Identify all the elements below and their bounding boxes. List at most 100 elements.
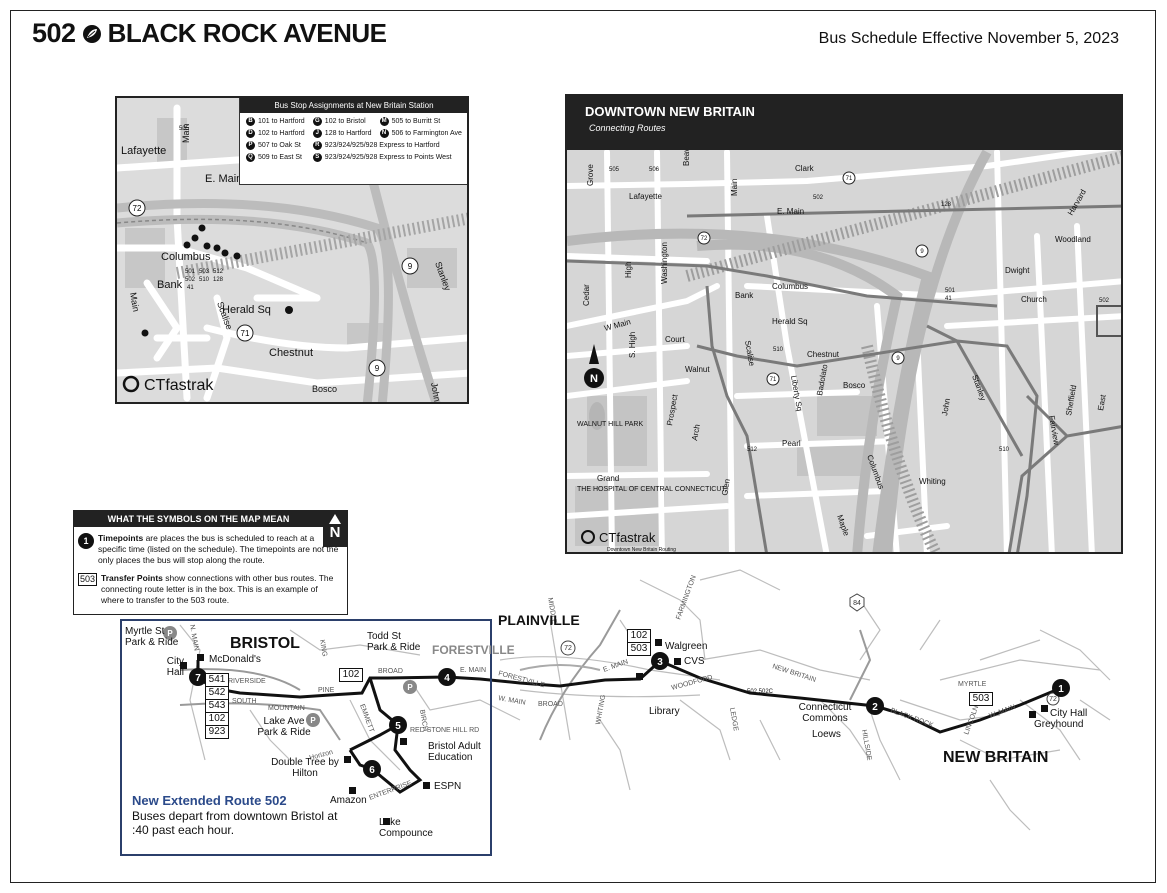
downtown-title: DOWNTOWN NEW BRITAIN (585, 104, 755, 119)
route-box-label: 503 (199, 269, 210, 275)
transfer-box: 102 (205, 712, 229, 726)
street-label: East (1096, 393, 1108, 411)
stop-letter-icon: G (312, 117, 322, 126)
street-label: Glen (720, 478, 732, 496)
route-box-label: 502 502C (747, 689, 774, 695)
assignment-text: 505 to Burritt St (391, 118, 441, 125)
assignment-text: 102 to Bristol (324, 118, 366, 125)
street-label: Chestnut (269, 347, 313, 359)
timepoint-icon: 4 (438, 668, 456, 686)
transfer-box: 503 (627, 642, 651, 656)
route-box-label: 128 (213, 277, 224, 283)
shield-label: 72 (564, 645, 572, 652)
downtown-map-graphic: 71 72 9 9 71 Beaver Clark Grove Lafayett… (567, 96, 1121, 552)
shield-label: 84 (853, 600, 861, 607)
street-label: RED STONE HILL RD (410, 727, 479, 734)
street-label: Herald Sq (222, 304, 271, 316)
route-number: 502 (32, 18, 76, 48)
place-label: ESPN (434, 781, 462, 792)
street-label: Main (128, 292, 141, 313)
extended-route-area (120, 619, 492, 856)
street-label: FORESTVILLE (497, 670, 545, 689)
street-label: Washington (660, 242, 669, 284)
place-label: THE HOSPITAL OF CENTRAL CONNECTICUT (577, 486, 726, 493)
street-label: Pearl (782, 439, 801, 448)
street-label: W. MAIN (988, 704, 1016, 720)
place-label: CVS (684, 656, 705, 667)
downtown-inset-header: DOWNTOWN NEW BRITAIN Connecting Routes (567, 96, 1121, 150)
street-label: WHITING (595, 694, 607, 725)
transfer-box-stack: 541 542 543 102 923 (205, 673, 229, 739)
assignment-text: 507 to Oak St (258, 142, 301, 149)
timepoint-icon: 3 (651, 652, 669, 670)
street-label: MYRTLE (958, 681, 987, 688)
transfer-box: 102 (339, 668, 363, 682)
timepoint-icon: 6 (363, 760, 381, 778)
street-label: Lafayette (629, 192, 662, 201)
brand-name: CTfastrak (599, 530, 656, 545)
timepoint-number: 3 (657, 657, 663, 668)
legend-text: show connections with other bus routes. … (101, 573, 334, 605)
transfer-box: 503 (969, 692, 993, 706)
svg-text:P: P (310, 716, 316, 725)
assignment-text: 102 to Hartford (258, 130, 305, 137)
route-box-label: 510 (199, 277, 210, 283)
street-label: MOUNTAIN (268, 705, 305, 712)
street-label: RIVERSIDE (228, 678, 266, 685)
route-name: BLACK ROCK AVENUE (107, 18, 387, 48)
street-label: E. MAIN (602, 658, 629, 673)
route-box-label: 128 (941, 202, 952, 208)
north-arrow-icon: N (323, 511, 347, 547)
street-label: Bosco (843, 381, 866, 390)
place-label: McDonald's (209, 654, 261, 665)
street-label: E. Main (205, 173, 242, 185)
stop-assignments-table: Bus Stop Assignments at New Britain Stat… (239, 98, 467, 185)
street-label: BLACK ROCK (889, 707, 934, 729)
shield-label: 72 (701, 236, 708, 242)
place-label: Myrtle St Park & Ride (125, 626, 179, 648)
route-map-graphic: 84 72 72 PPP N. MAIN RIVERSIDE SOUTH MOU… (163, 569, 1111, 831)
place-label: Todd St Park & Ride (367, 631, 421, 653)
street-label: S. High (628, 332, 637, 358)
place-label: Lake Ave Park & Ride (257, 716, 311, 738)
street-label: Walnut (685, 365, 710, 374)
place-label: Library (649, 706, 680, 717)
assignment-text: 923/924/925/928 Express to Hartford (324, 142, 440, 149)
street-label: WOODFORD (671, 674, 714, 692)
street-label: Dwight (1005, 266, 1030, 275)
transfer-box: 542 (205, 686, 229, 700)
place-label: Amazon (330, 795, 367, 806)
svg-text:P: P (407, 683, 413, 692)
street-label: John (940, 398, 952, 417)
street-label: John (429, 382, 442, 403)
legend-title: WHAT THE SYMBOLS ON THE MAP MEAN (74, 511, 323, 527)
transfer-box: 541 (205, 673, 229, 687)
timepoint-icon: 1 (1052, 679, 1070, 697)
route-box-label: 41 (945, 296, 952, 302)
stop-letter-icon: S (312, 153, 322, 162)
route-title: 502 BLACK ROCK AVENUE (32, 18, 387, 49)
stop-letter-icon: Q (246, 153, 255, 162)
place-label: Double Tree by Hilton (271, 757, 339, 779)
stop-letter-icon: N (379, 129, 389, 138)
timepoint-number: 1 (1058, 684, 1064, 695)
street-label: E. Main (777, 207, 804, 216)
place-label: City Hall (166, 656, 184, 678)
legend-term: Transfer Points (101, 573, 163, 583)
assignment-text: 509 to East St (258, 154, 302, 161)
transfer-box: 923 (205, 725, 229, 739)
place-label: Bristol Adult Education (428, 741, 481, 763)
street-label: Clark (795, 164, 815, 173)
town-label: FORESTVILLE (432, 643, 515, 657)
shield-label: 71 (846, 176, 853, 182)
street-label: Whiting (919, 477, 946, 486)
route-box-label: 510 (773, 347, 784, 353)
town-label: PLAINVILLE (498, 612, 580, 628)
downtown-subtitle: Connecting Routes (589, 123, 666, 133)
legend-term: Timepoints (98, 533, 144, 543)
map-legend: WHAT THE SYMBOLS ON THE MAP MEAN N 1 Tim… (73, 510, 348, 615)
